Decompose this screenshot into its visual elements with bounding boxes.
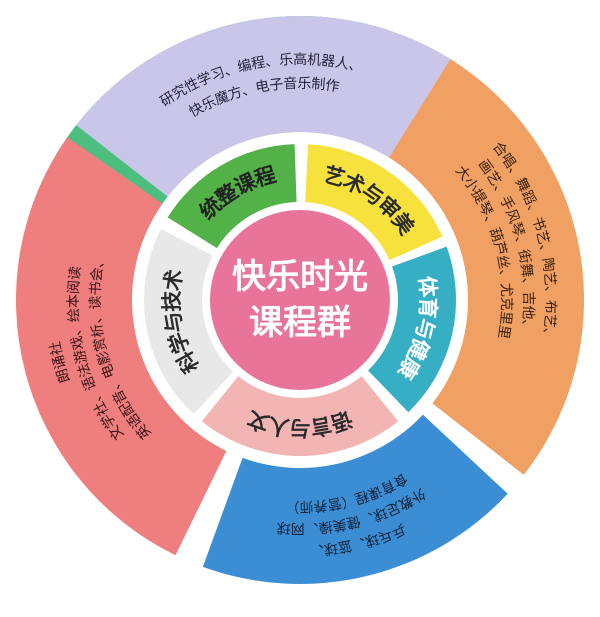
center-title-line1: 快乐时光	[232, 257, 368, 297]
center-circle	[210, 210, 390, 390]
inner-segment-integrated	[167, 144, 297, 249]
inner-segment-arts	[305, 144, 443, 261]
outer-segment-language	[15, 137, 227, 556]
inner-segment-sports	[368, 246, 457, 413]
center-hub: 快乐时光 课程群	[210, 210, 390, 390]
inner-segment-language	[201, 376, 399, 456]
outer-segment-arts	[365, 38, 585, 475]
inner-segment-science	[143, 229, 234, 415]
outer-segment-science	[76, 15, 451, 197]
inner-ring: 统整课程艺术与审美体育与健康语言与人文科学与技术	[143, 144, 457, 456]
outer-ring: Steam、英语戏剧合唱、舞蹈、书艺、陶艺、布艺、画艺、手风琴、街舞、吉他、大小…	[15, 15, 585, 584]
center-title-line2: 课程群	[249, 303, 351, 343]
outer-segment-sports	[202, 414, 508, 584]
